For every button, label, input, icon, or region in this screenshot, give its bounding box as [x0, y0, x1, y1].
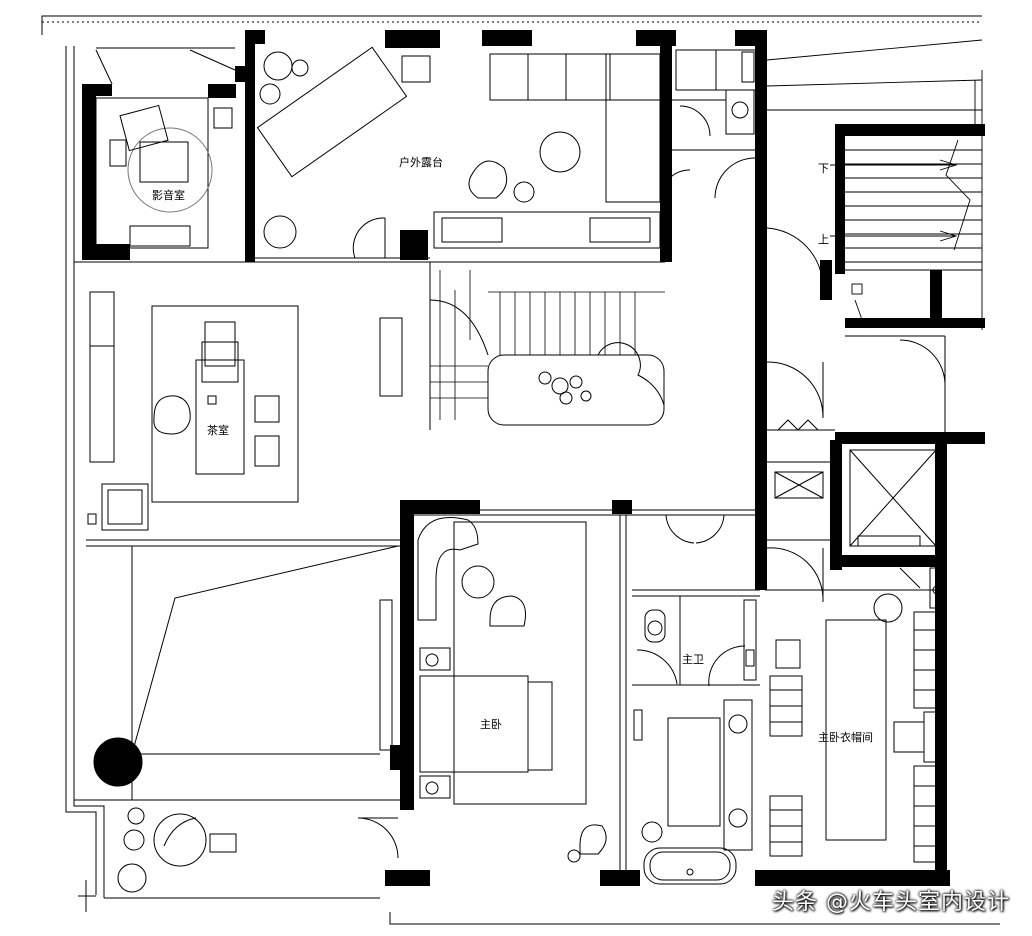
watermark: 头条 @火车头室内设计: [772, 890, 1010, 915]
room-label-tea-room: 茶室: [207, 423, 229, 437]
stair-label-down: 下: [818, 162, 829, 175]
elevator: [774, 419, 937, 547]
doors: [636, 105, 946, 687]
secondary-stair: [766, 39, 983, 330]
balcony-furniture: [117, 807, 399, 893]
walls: [82, 30, 985, 886]
room-label-master-bedroom: 主卧: [480, 718, 502, 731]
room-label-cinema: 影音室: [152, 188, 185, 202]
master-closet-furniture: [769, 567, 945, 863]
terrace-furniture: [256, 46, 661, 259]
tea-room-furniture: [87, 291, 403, 531]
interior-lines: [74, 257, 946, 899]
room-label-master-closet: 主卧衣帽间: [818, 730, 873, 744]
master-bedroom-furniture: [417, 517, 643, 863]
living-area: [93, 545, 399, 800]
main-stair: [429, 270, 665, 426]
cinema-furniture: [95, 47, 236, 249]
room-label-master-bath: 主卫: [682, 653, 704, 666]
master-bath-fixtures: [641, 599, 757, 885]
service-rooms: [672, 49, 757, 151]
room-label-terrace: 户外露台: [399, 155, 443, 169]
stair-label-up: 上: [818, 233, 829, 246]
outer-boundary: [41, 15, 1000, 925]
